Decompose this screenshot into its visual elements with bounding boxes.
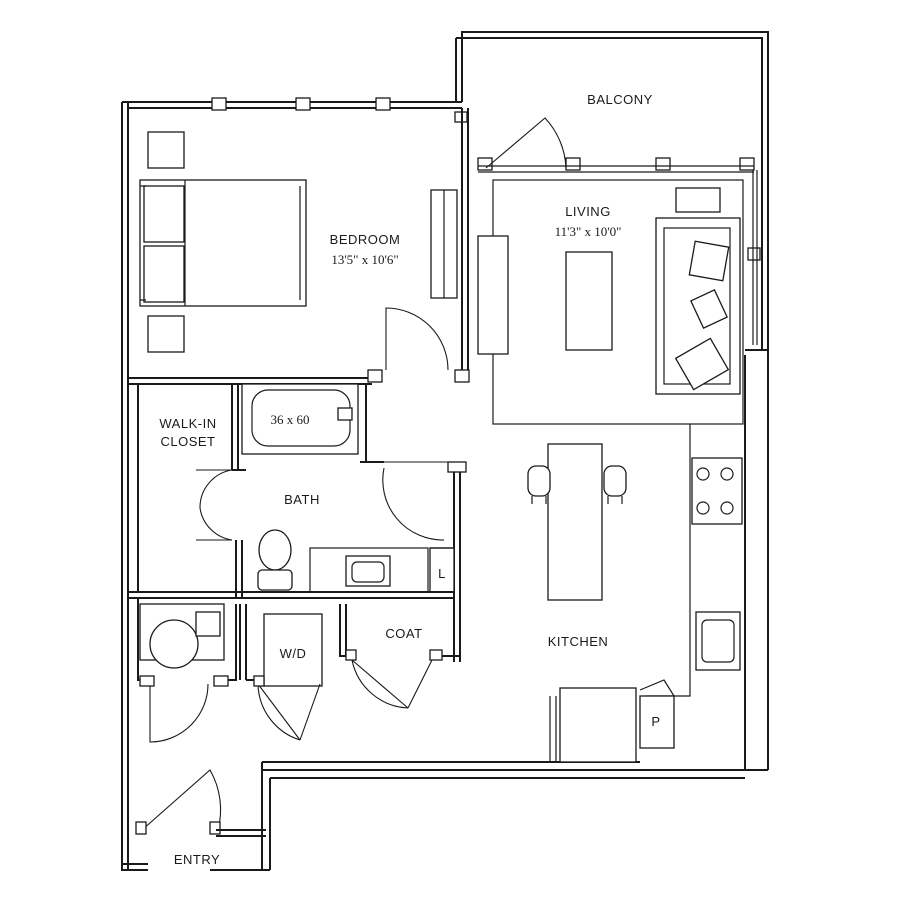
living-area (477, 117, 744, 425)
walkin-area (137, 383, 233, 592)
toilet (257, 569, 293, 591)
kitchen-label: KITCHEN (548, 634, 609, 649)
living-dimensions: 11'3" x 10'0" (555, 224, 622, 239)
coat-label: COAT (385, 626, 422, 641)
entry-area (135, 769, 266, 837)
side-table (675, 187, 721, 213)
bath-label: BATH (284, 492, 320, 507)
island (547, 443, 603, 601)
kitchen-area (527, 424, 743, 763)
stool (603, 465, 627, 497)
stool (527, 465, 551, 497)
fridge (559, 687, 637, 763)
closet-label: CLOSET (160, 434, 215, 449)
bedroom-label: BEDROOM (330, 232, 401, 247)
pantry-label: P (651, 714, 660, 729)
nightstand (147, 131, 185, 169)
laundry-coat-area (137, 598, 460, 743)
balcony-label: BALCONY (587, 92, 653, 107)
tv-console (477, 235, 509, 355)
tub-size-label: 36 x 60 (271, 412, 310, 427)
bedroom-area (128, 108, 470, 385)
entry-label: ENTRY (174, 852, 220, 867)
walkin-label: WALK-IN (159, 416, 216, 431)
stove (691, 457, 743, 525)
dryer (263, 613, 323, 687)
bedroom-dimensions: 13'5" x 10'6" (331, 252, 398, 267)
pantry (639, 695, 675, 749)
coffee-table (565, 251, 613, 351)
living-label: LIVING (565, 204, 611, 219)
washer (149, 619, 199, 669)
exterior-walls (121, 31, 769, 871)
nightstand (147, 315, 185, 353)
bath-area (128, 383, 467, 662)
linen-label: L (438, 566, 446, 581)
wd-label: W/D (280, 646, 307, 661)
